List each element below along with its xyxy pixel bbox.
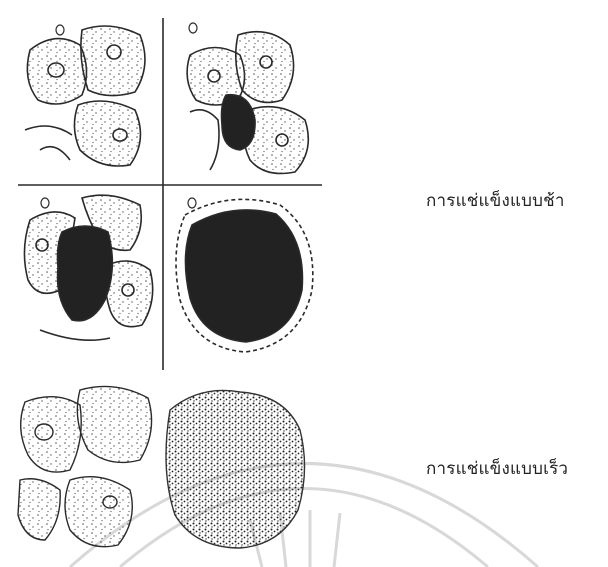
panel-stage-2 xyxy=(187,32,308,174)
slow-freezing-illustration xyxy=(18,18,322,370)
fast-freezing-caption: การแช่แข็งแบบเร็ว xyxy=(426,455,568,482)
fast-freezing-cells xyxy=(18,386,152,546)
fast-freezing-dense-mass xyxy=(166,390,305,548)
panel-stage-1 xyxy=(25,26,145,166)
panel-stage-4 xyxy=(176,199,313,352)
panel-stage-3 xyxy=(24,195,152,340)
fast-freezing-illustration xyxy=(18,386,305,548)
slow-freezing-caption: การแช่แข็งแบบช้า xyxy=(426,187,565,214)
